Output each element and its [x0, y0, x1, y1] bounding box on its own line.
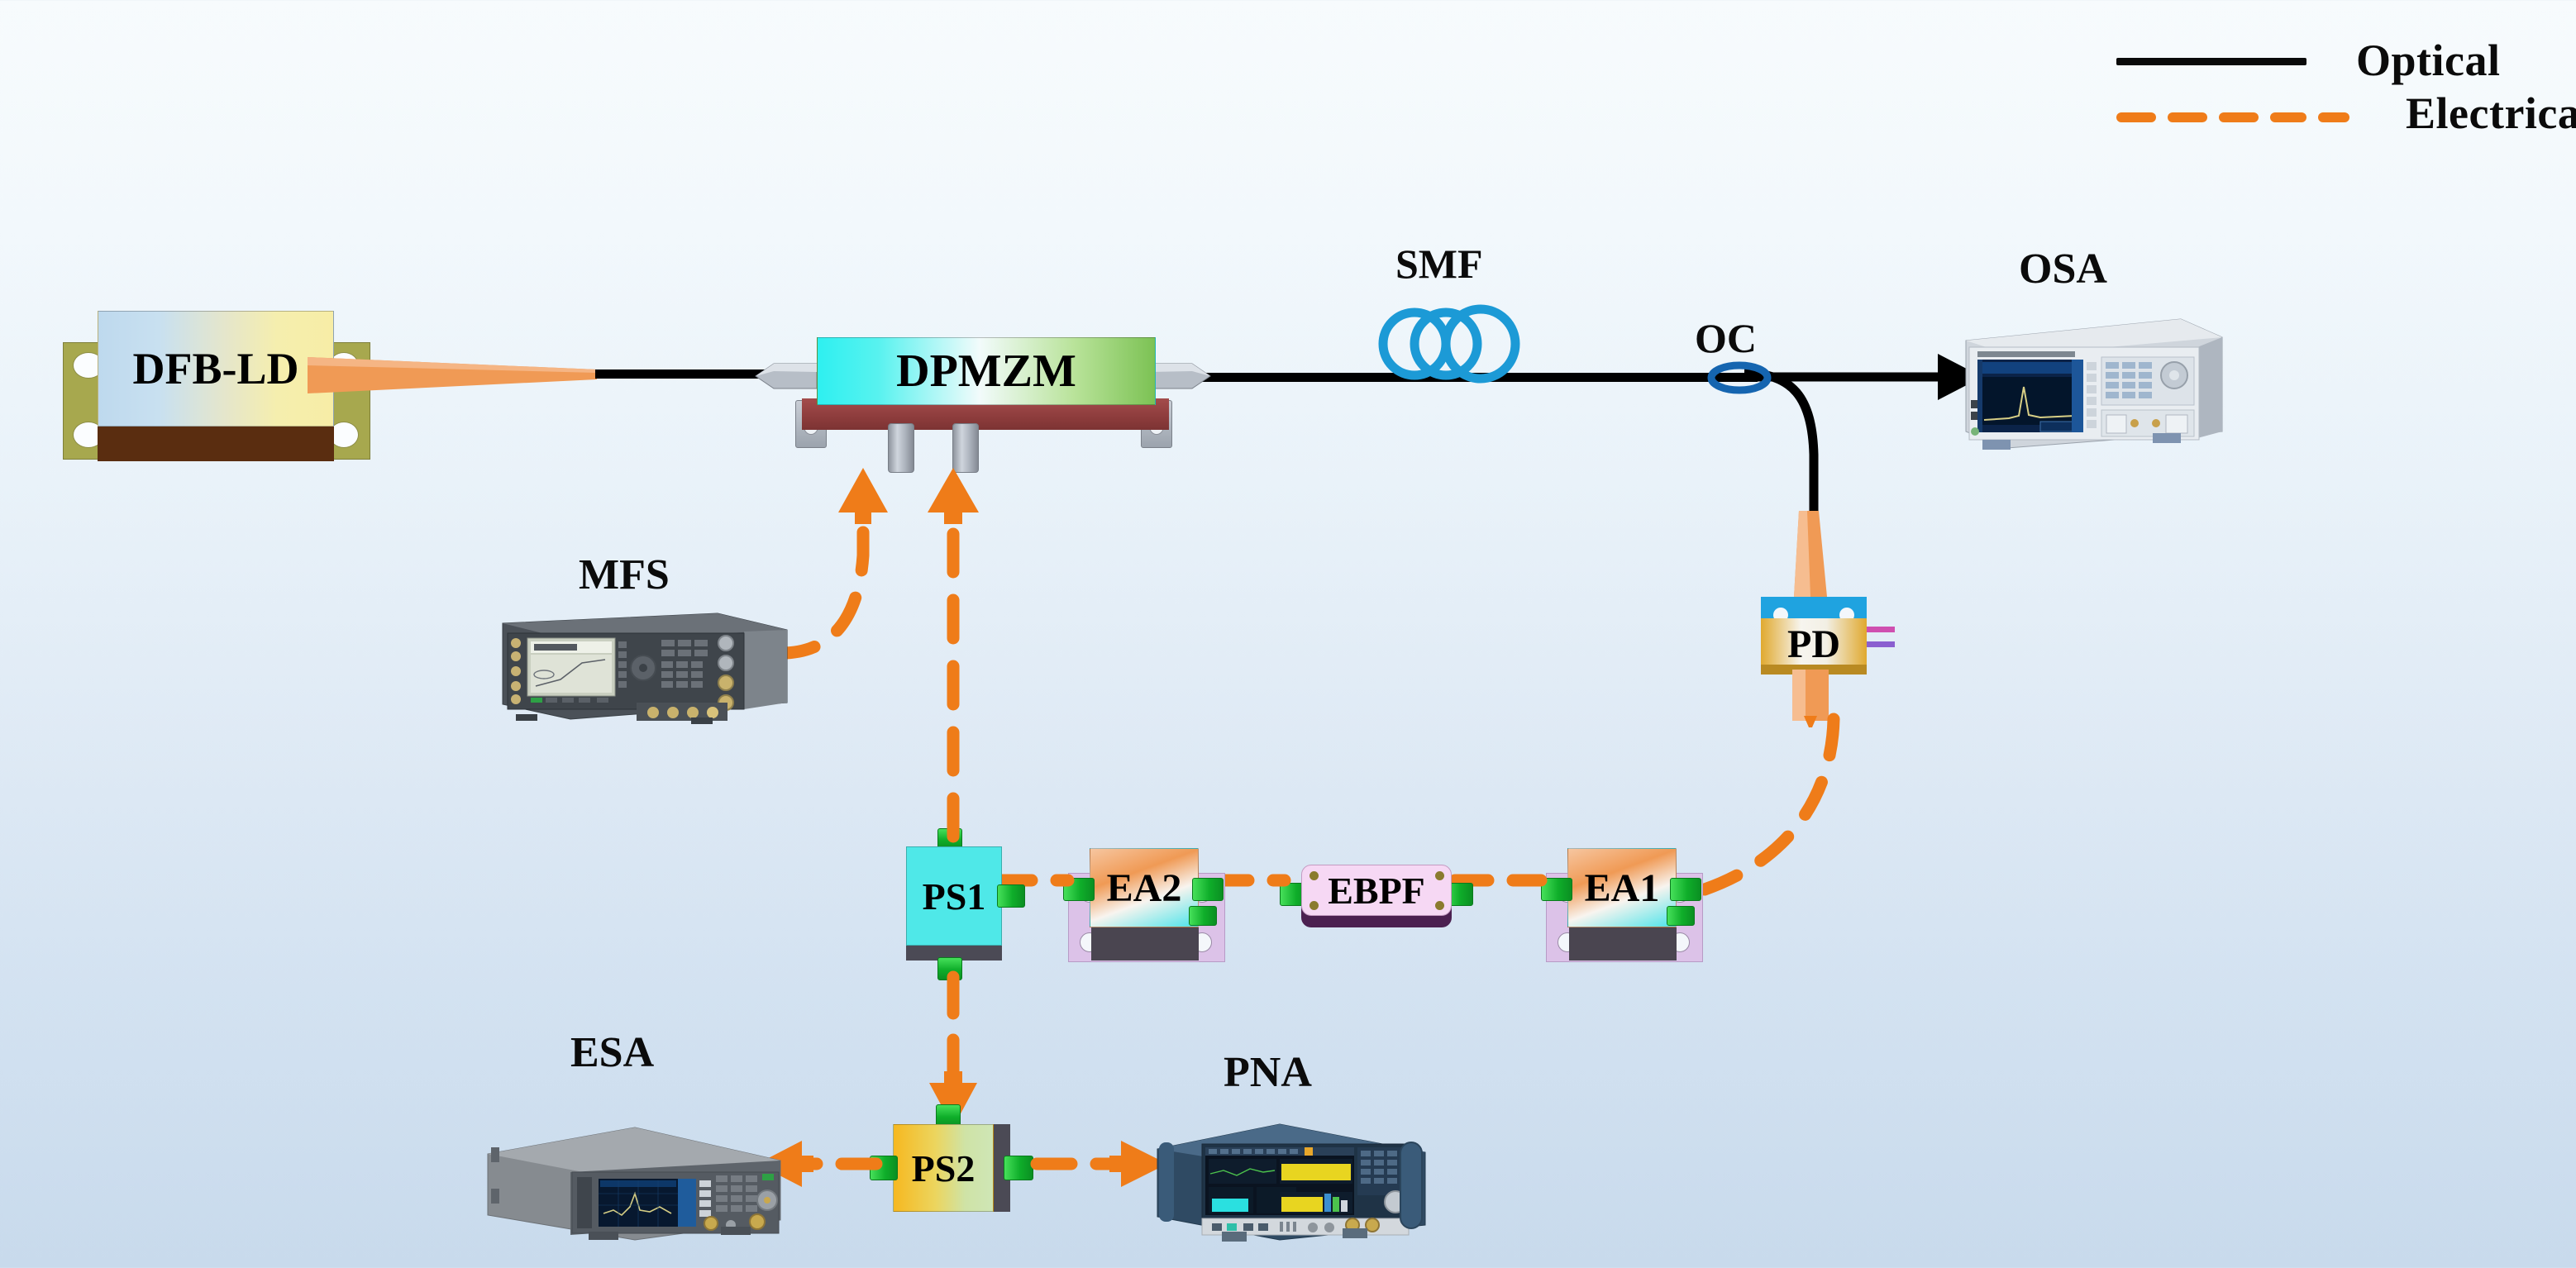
- ea2-label: EA2: [1106, 865, 1182, 910]
- ea2-output-connector[interactable]: [1192, 878, 1224, 901]
- electrical-link-ps1-ea2: [992, 874, 1075, 887]
- ps2-label: PS2: [911, 1146, 976, 1189]
- legend: Optical Electrical: [2116, 33, 2576, 157]
- device-ea1[interactable]: EA1: [1538, 827, 1711, 975]
- dfb-fiber-pigtail: [308, 357, 766, 393]
- device-smf: [1376, 304, 1567, 387]
- ea1-body: EA1: [1567, 848, 1677, 927]
- legend-electrical-label: Electrical: [2406, 88, 2576, 138]
- ps1-label: PS1: [922, 875, 986, 918]
- device-pna[interactable]: [1151, 1093, 1432, 1250]
- legend-optical-label: Optical: [2356, 36, 2501, 85]
- dfb-body: DFB-LD: [98, 311, 334, 427]
- dpmzm-body: DPMZM: [817, 337, 1156, 405]
- device-dfb-ld[interactable]: DFB-LD: [43, 273, 370, 479]
- mfs-label: MFS: [579, 551, 670, 598]
- device-esa[interactable]: [473, 1089, 804, 1247]
- dpmzm-label: DPMZM: [896, 346, 1076, 397]
- optical-link-oc-osa: [1754, 354, 1982, 400]
- device-osa[interactable]: [1958, 307, 2230, 456]
- dfb-ld-label: DFB-LD: [132, 344, 299, 393]
- ea1-output-connector[interactable]: [1670, 878, 1701, 901]
- legend-optical-line: [2116, 58, 2306, 65]
- device-pd[interactable]: PD: [1739, 511, 1896, 727]
- ea2-body: EA2: [1090, 848, 1199, 927]
- device-oc: [1707, 361, 1772, 394]
- ps2-right-connector[interactable]: [1004, 1156, 1033, 1180]
- optical-link-oc-pd: [1744, 368, 1819, 533]
- ps2-body: PS2: [893, 1124, 994, 1212]
- electrical-link-ps1-dpmzm: [928, 468, 979, 843]
- device-mfs[interactable]: [496, 603, 794, 727]
- ps1-right-connector[interactable]: [997, 884, 1025, 908]
- electrical-link-mfs-dpmzm: [770, 468, 888, 660]
- dfb-base: [98, 423, 334, 461]
- ps1-body: PS1: [906, 846, 1002, 946]
- dpmzm-input-ferrule: [755, 363, 818, 389]
- electrical-link-ps2-pna: [1030, 1141, 1167, 1187]
- smf-label: SMF: [1395, 241, 1483, 287]
- electrical-link-ps1-ps2: [929, 970, 977, 1127]
- device-ebpf[interactable]: EBPF: [1280, 841, 1473, 946]
- device-ps1[interactable]: PS1: [891, 828, 1025, 980]
- ebpf-label: EBPF: [1328, 869, 1425, 912]
- ea1-label: EA1: [1584, 865, 1660, 910]
- pna-label: PNA: [1224, 1049, 1312, 1096]
- electrical-link-ps2-esa: [757, 1141, 883, 1187]
- dpmzm-rf-port-1[interactable]: [888, 423, 914, 473]
- device-dpmzm[interactable]: DPMZM: [755, 322, 1211, 479]
- ebpf-body: EBPF: [1301, 865, 1452, 916]
- osa-label: OSA: [2019, 245, 2107, 293]
- pd-label: PD: [1787, 622, 1840, 666]
- device-ps2[interactable]: PS2: [870, 1104, 1035, 1225]
- dpmzm-rf-port-2[interactable]: [952, 423, 979, 473]
- oc-label: OC: [1695, 315, 1757, 361]
- electrical-link-ea2-ebpf: [1209, 874, 1291, 887]
- electrical-link-ebpf-ea1: [1448, 874, 1548, 887]
- device-ea2[interactable]: EA2: [1060, 827, 1233, 975]
- esa-label: ESA: [570, 1029, 655, 1076]
- electrical-link-pd-ea1: [1698, 713, 1840, 896]
- ps2-top-connector[interactable]: [936, 1104, 961, 1127]
